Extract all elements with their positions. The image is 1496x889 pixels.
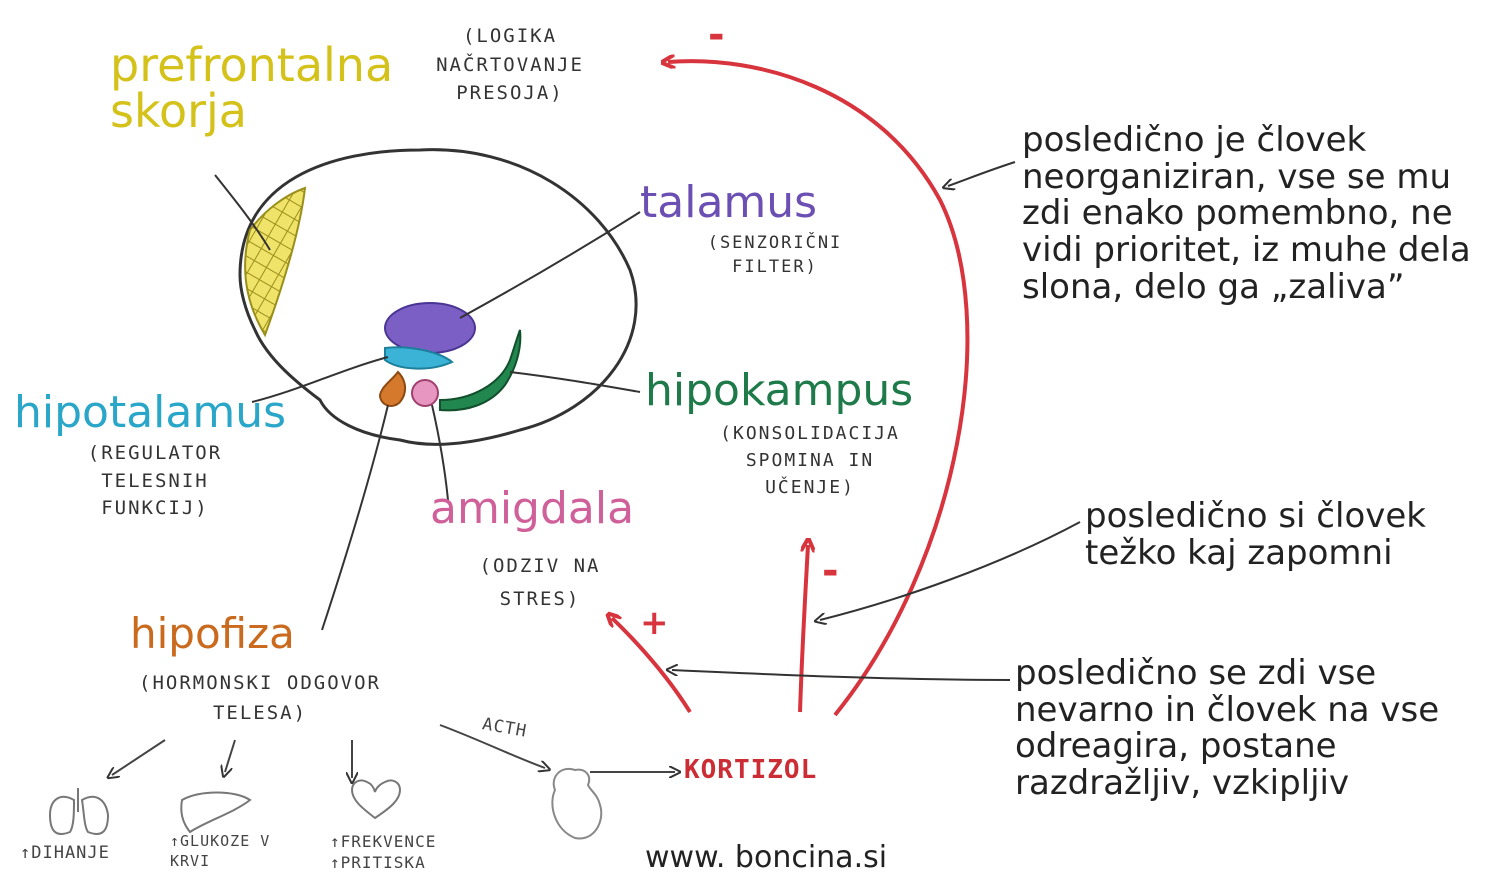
arrow-to-prefrontal bbox=[668, 61, 970, 717]
talamus-shape bbox=[384, 302, 476, 354]
hipotalamus-title: hipotalamus bbox=[14, 387, 287, 438]
sign-hipokampus: - bbox=[822, 548, 839, 594]
note-amigdala: posledično se zdi vse nevarno in človek … bbox=[1015, 653, 1440, 804]
hipotalamus-description: (REGULATOR TELESNIH FUNKCIJ) bbox=[87, 442, 223, 520]
hipokampus-description: (KONSOLIDACIJA SPOMINA IN UČENJE) bbox=[720, 423, 900, 498]
prefrontal-title: prefrontalna skorja bbox=[110, 38, 394, 138]
amigdala-title: amigdala bbox=[430, 483, 635, 534]
effect-glucose: ↑GLUKOZE V KRVI bbox=[170, 832, 271, 870]
hipokampus-title: hipokampus bbox=[645, 365, 914, 416]
liver-icon bbox=[180, 791, 252, 834]
amigdala-shape bbox=[411, 379, 439, 407]
heart-icon bbox=[350, 779, 402, 820]
arrow-to-amigdala bbox=[612, 618, 692, 714]
amigdala-description: (ODZIV NA STRES) bbox=[479, 555, 601, 611]
website-signature: www. boncina.si bbox=[645, 840, 888, 875]
sign-prefrontal: - bbox=[708, 12, 725, 58]
talamus-description: (SENZORIČNI FILTER) bbox=[707, 233, 843, 277]
adrenal-gland-icon bbox=[551, 767, 603, 840]
sign-amigdala: + bbox=[640, 603, 669, 643]
prefrontal-description: (LOGIKA NAČRTOVANJE PRESOJA) bbox=[436, 25, 584, 104]
arrow-to-hipokampus bbox=[798, 545, 808, 713]
brain-outline bbox=[238, 148, 638, 446]
note-hipokampus: posledično si človek težko kaj zapomni bbox=[1085, 496, 1426, 573]
note-prefrontal: posledično je človek neorganiziran, vse … bbox=[1022, 120, 1471, 307]
lungs-icon bbox=[48, 788, 110, 835]
effect-breathing: ↑DIHANJE bbox=[20, 843, 110, 863]
talamus-title: talamus bbox=[640, 177, 818, 228]
hipofiza-description: (HORMONSKI ODGOVOR TELESA) bbox=[139, 672, 381, 725]
hipokampus-shape bbox=[439, 329, 522, 412]
hipofiza-title: hipofiza bbox=[130, 609, 295, 658]
hipofiza-shape bbox=[378, 370, 406, 407]
effect-heart: ↑FREKVENCE ↑PRITISKA bbox=[330, 832, 437, 872]
hipotalamus-shape bbox=[384, 346, 454, 370]
kortizol-label: KORTIZOL bbox=[684, 755, 818, 785]
